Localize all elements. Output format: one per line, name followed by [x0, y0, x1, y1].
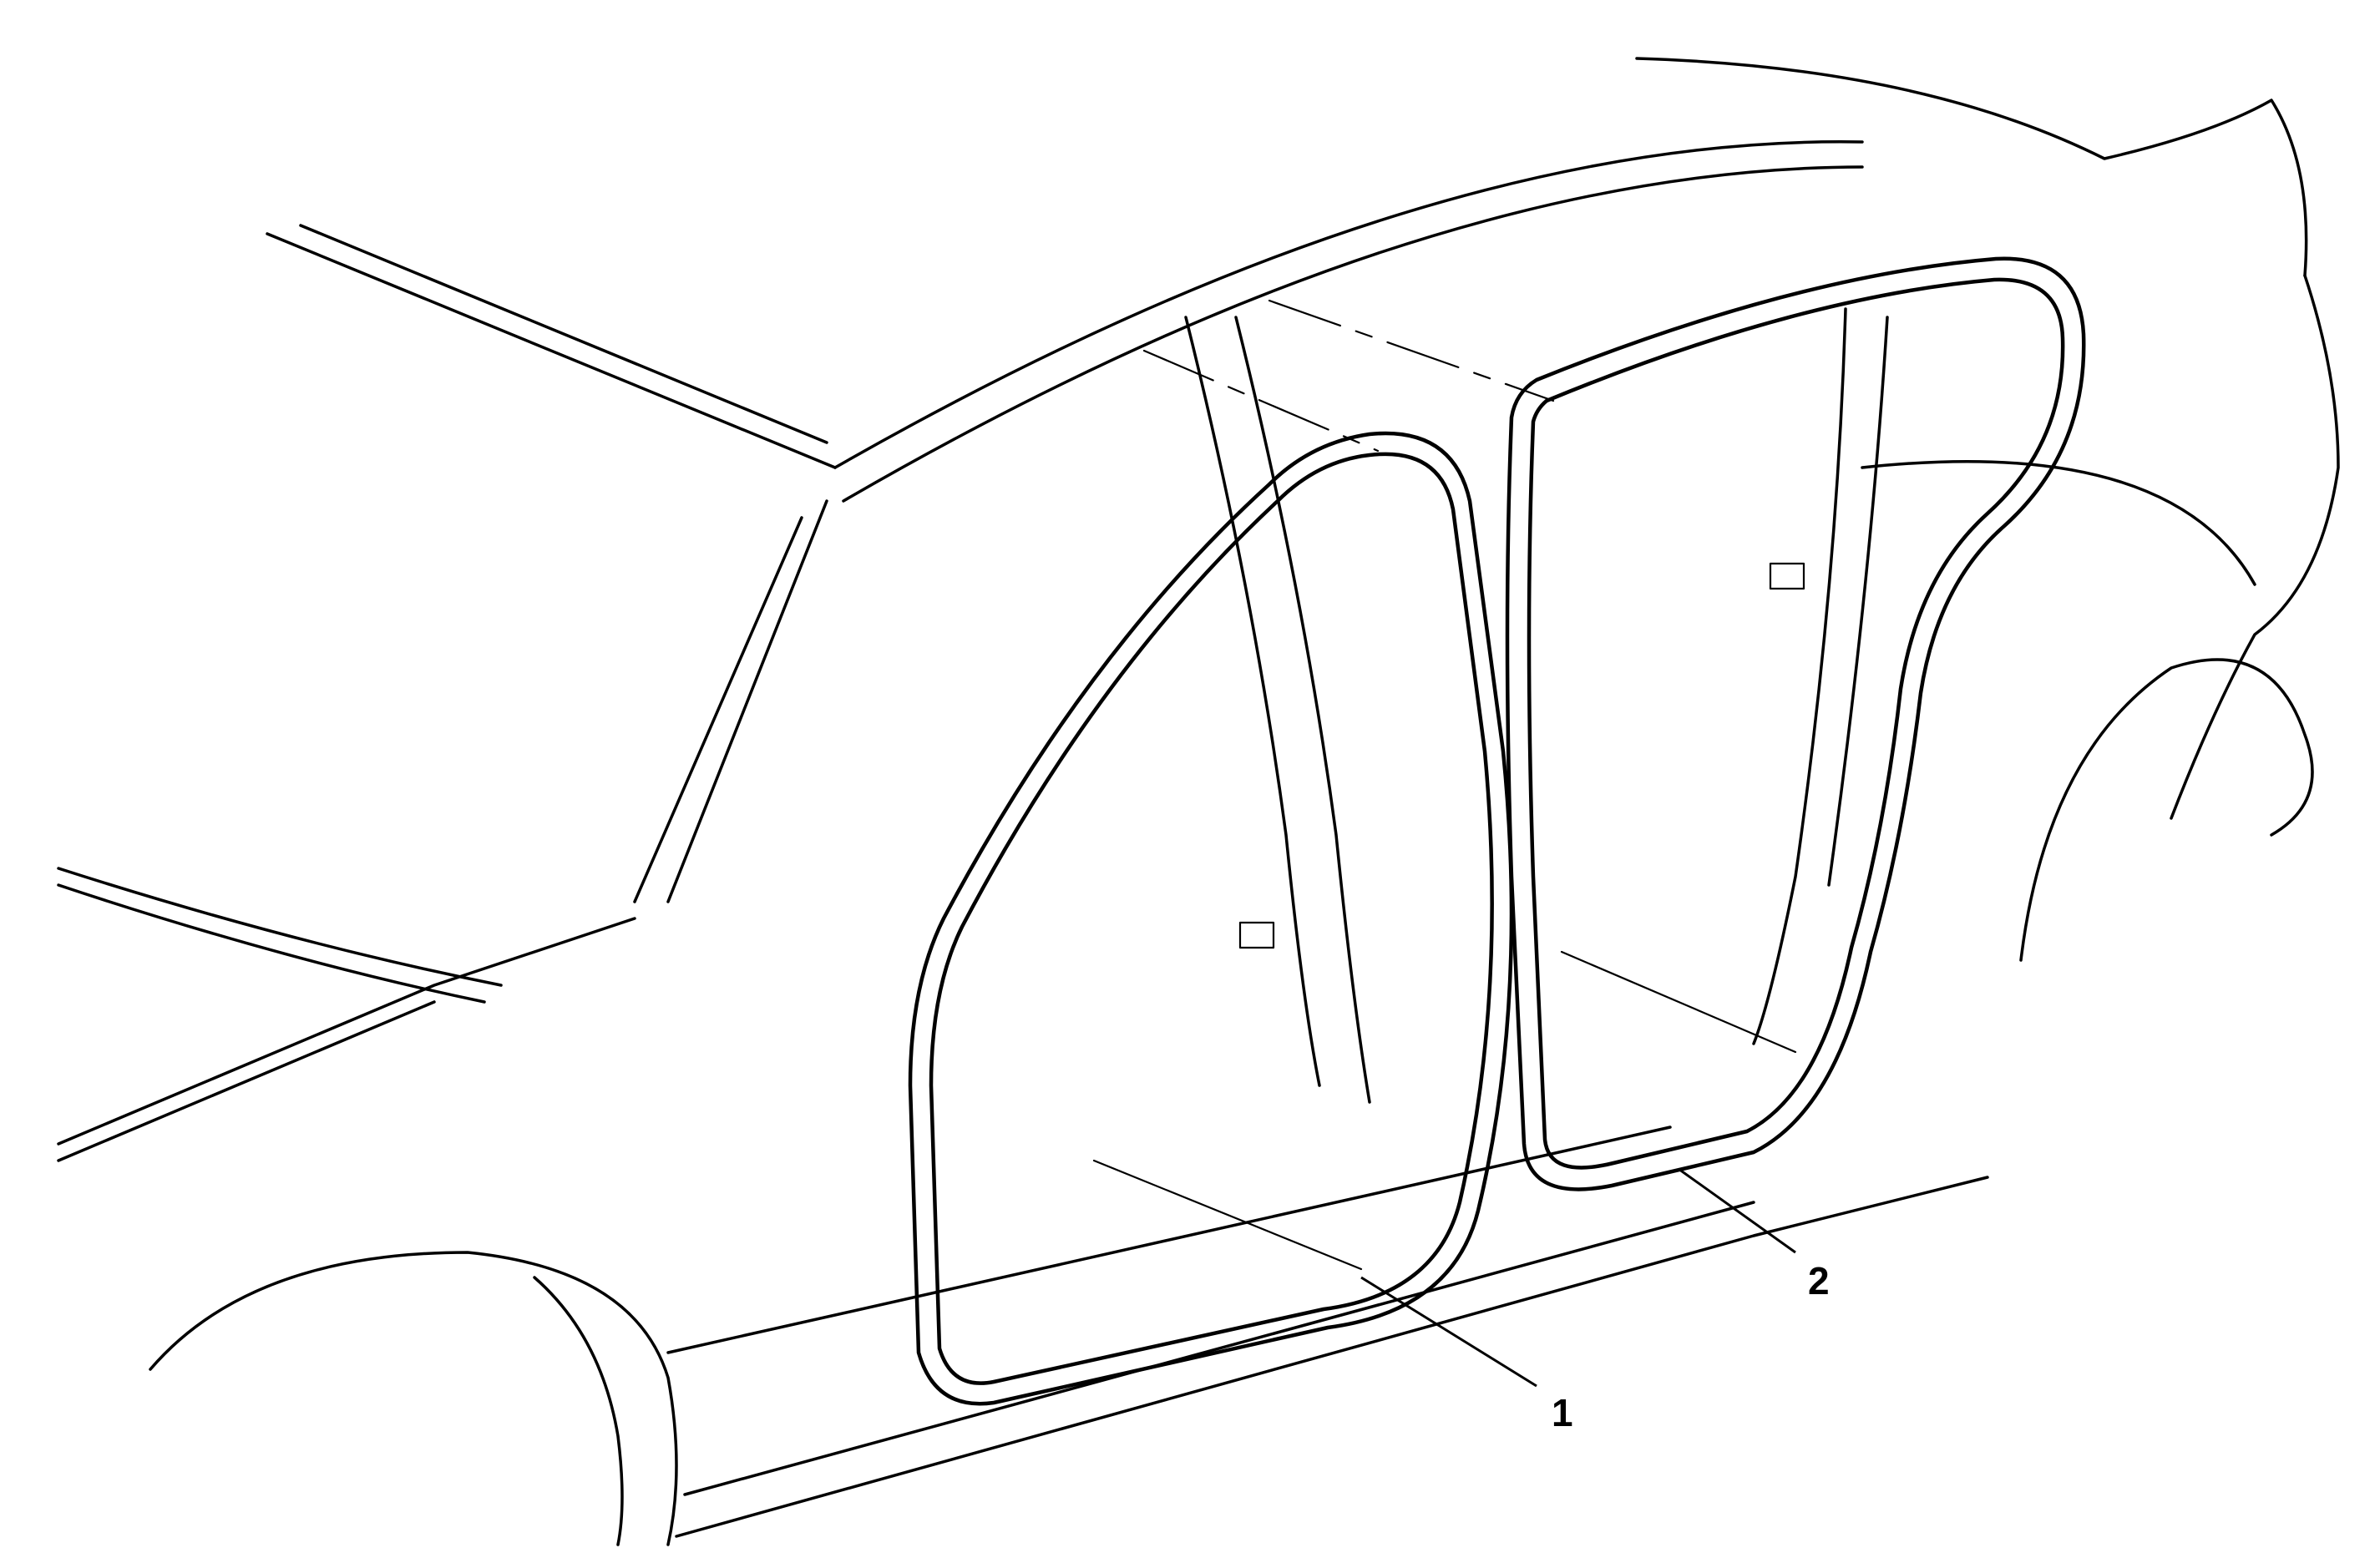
callout-1: 1	[1360, 1276, 1573, 1434]
rocker-panel	[666, 1126, 1989, 1538]
callout-1-leader	[1360, 1276, 1537, 1388]
rear-hinge	[1769, 562, 1805, 590]
callout-1-label: 1	[1552, 1391, 1573, 1434]
rear-door-seal-inner	[1527, 277, 2065, 1170]
reference-line-upper	[1142, 299, 1555, 453]
callout-2-label: 2	[1808, 1259, 1830, 1303]
vehicle-body	[57, 57, 2340, 1546]
a-pillar	[633, 140, 1864, 903]
rear-quarter	[1861, 274, 2340, 820]
front-door-seal	[908, 431, 1514, 1406]
front-hinge	[1238, 921, 1275, 949]
hood-front-edge	[57, 917, 636, 1162]
windshield-edge	[266, 224, 837, 469]
rear-wheel-arch	[2019, 658, 2314, 962]
front-wheel-arch-inner	[533, 1276, 624, 1546]
rear-door-seal	[1505, 256, 2086, 1191]
rear-door-seal-outer	[1505, 256, 2086, 1191]
c-pillar	[1752, 307, 1889, 1045]
reference-line-lower	[1092, 950, 1797, 1271]
callout-2-leader	[1678, 1167, 1796, 1254]
hood-outline	[57, 867, 503, 1004]
roof-line	[1635, 57, 2308, 277]
front-wheel-arch	[149, 1251, 678, 1546]
front-door-seal-outer	[908, 431, 1514, 1406]
b-pillar	[1184, 316, 1371, 1104]
front-door-seal-inner	[929, 452, 1494, 1385]
callout-2: 2	[1678, 1167, 1830, 1303]
